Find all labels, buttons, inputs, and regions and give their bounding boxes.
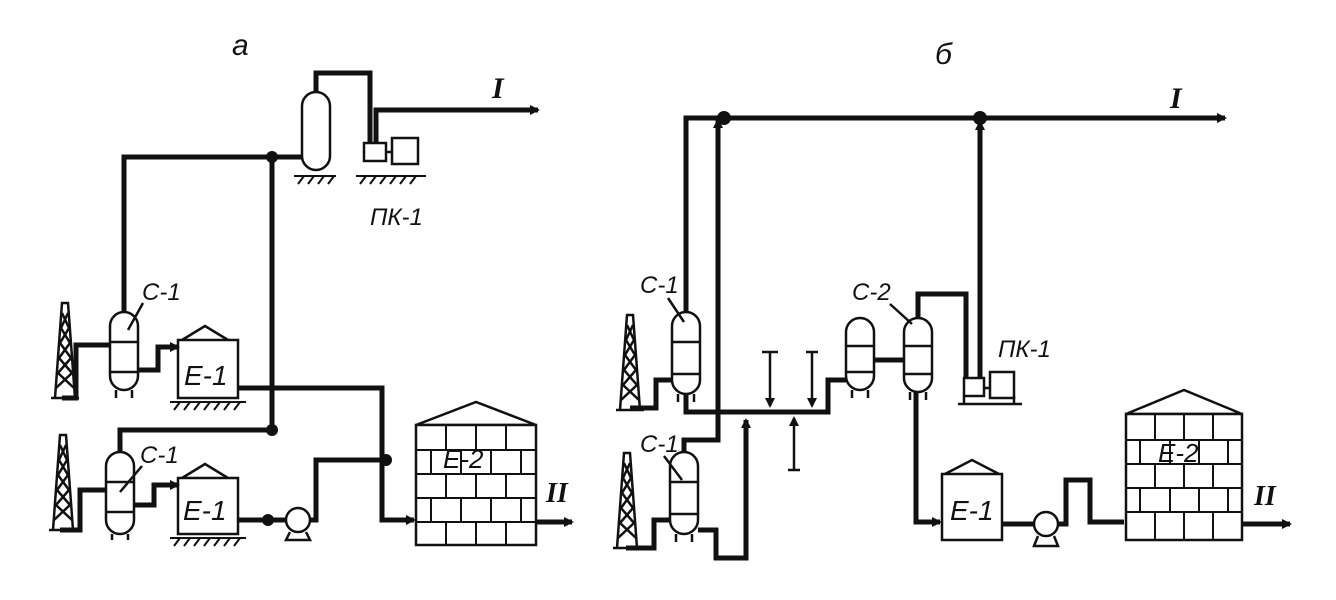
oil-well-icon [611, 451, 643, 550]
separator-c1-lower [668, 450, 700, 542]
compressor-pk1 [958, 370, 1022, 406]
separator-c1-upper [670, 310, 702, 402]
separator-c1-lower [104, 450, 136, 540]
oil-line-label: II [1253, 481, 1277, 512]
pump-icon [283, 506, 313, 542]
tank-e1-upper [170, 324, 246, 411]
oil-well-icon [47, 433, 79, 532]
separator-c1-label: С-1 [142, 279, 181, 306]
storage-tank-e2 [414, 400, 538, 547]
separator-c2-first [844, 316, 876, 398]
storage-tank-e2 [1124, 388, 1244, 542]
gas-line-label: I [491, 72, 505, 105]
panel-b-letter: б [935, 38, 953, 71]
gas-separator-vessel [294, 90, 336, 185]
separator-c1-label: С-1 [140, 442, 179, 469]
compressor-label: ПК-1 [998, 336, 1051, 363]
tank-e1-label: Е-1 [950, 495, 994, 526]
tank-e1-lower [170, 462, 246, 547]
storage-tank-label: Е-2 [443, 444, 484, 474]
gas-line-label: I [1169, 82, 1183, 115]
separator-c1-upper [108, 310, 140, 398]
oil-line-label: II [545, 478, 569, 509]
tank-e1-label: Е-1 [183, 495, 227, 526]
separator-c1-label: С-1 [640, 272, 679, 299]
panel-b: б I С-1 С-1 [611, 38, 1292, 561]
separator-c1-label: С-1 [640, 431, 679, 458]
panel-a: а С-1 С-1 Е-1 [47, 29, 574, 547]
pump-icon [1032, 510, 1060, 548]
separator-c2-second [902, 316, 934, 400]
oil-well-icon [614, 313, 646, 412]
panel-a-letter: а [232, 29, 249, 62]
compressor-label: ПК-1 [370, 204, 423, 231]
tank-e1 [940, 458, 1004, 542]
compressor-pk1 [356, 136, 426, 185]
separator-c2-label: С-2 [852, 279, 891, 306]
storage-tank-label: Е-2 [1158, 438, 1199, 468]
tank-e1-label: Е-1 [184, 360, 228, 391]
